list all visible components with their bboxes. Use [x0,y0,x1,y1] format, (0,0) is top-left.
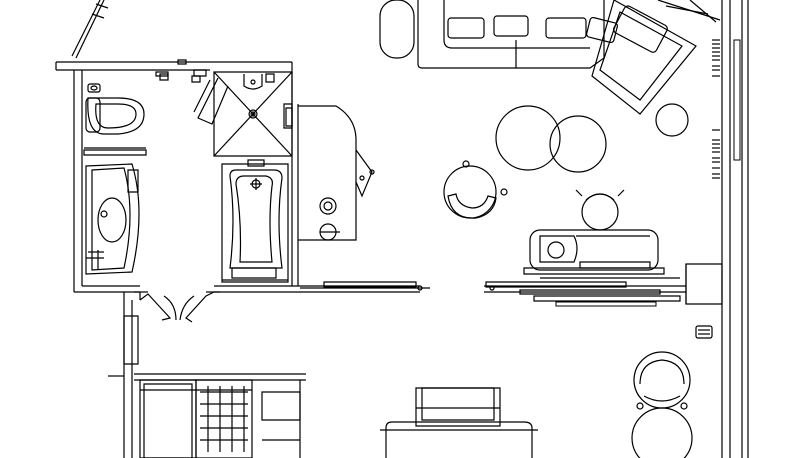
towel-bar [84,148,146,155]
round-chair [444,161,507,218]
entry-door-swing [72,0,108,58]
wardrobe-unit [298,106,374,240]
lounge-chair [632,352,692,458]
bathroom-doors [134,292,220,322]
side-table [656,104,688,136]
shower [156,70,292,156]
toilet [86,84,144,134]
desk-and-chair [524,190,680,278]
wall-outline [56,0,748,458]
ceiling-fixtures [178,60,292,126]
coffee-tables [496,106,606,172]
vanity-sink [86,164,139,274]
sliding-partitions [300,282,680,306]
bathtub [222,160,288,282]
bed [380,388,538,458]
armchair-corner [592,0,720,114]
radiator-marks [696,40,720,338]
closet-shelving [140,380,252,458]
sofa [380,0,618,68]
